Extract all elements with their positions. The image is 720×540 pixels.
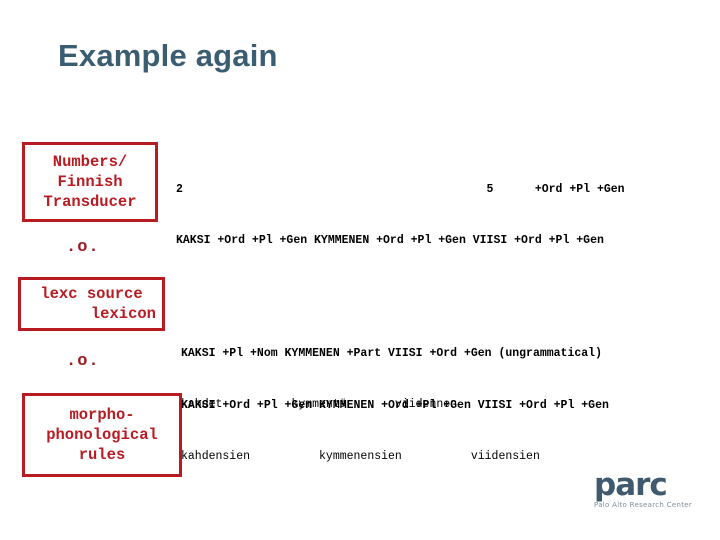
- box-line: lexicon: [90, 305, 156, 323]
- analysis-line-lexical: KAKSI +Ord +Pl +Gen KYMMENEN +Ord +Pl +G…: [181, 399, 609, 412]
- analysis-line-lexical: KAKSI +Pl +Nom KYMMENEN +Part VIISI +Ord…: [181, 347, 602, 360]
- analysis-block-top: 2 5 +Ord +Pl +Gen KAKSI +Ord +Pl +Gen KY…: [176, 147, 625, 283]
- box-line: phonological: [46, 426, 158, 444]
- box-lexc-source-lexicon: lexc source lexicon: [18, 277, 165, 331]
- box-line: Transducer: [43, 193, 137, 211]
- box-line: morpho-: [69, 406, 135, 424]
- compose-operator-icon: .o.: [66, 352, 100, 371]
- page-title: Example again: [58, 38, 278, 73]
- analysis-line-surface: kahdensien kymmenensien viidensien: [181, 450, 540, 463]
- box-line: Finnish: [57, 173, 123, 191]
- box-numbers-finnish-transducer: Numbers/ Finnish Transducer: [22, 142, 158, 222]
- box-morphophonological-rules: morpho- phonological rules: [22, 393, 182, 477]
- box-line: rules: [78, 446, 126, 464]
- analysis-line-lexical: KAKSI +Ord +Pl +Gen KYMMENEN +Ord +Pl +G…: [176, 234, 604, 247]
- parc-logo: parc Palo Alto Research Center: [594, 470, 698, 514]
- box-line: Numbers/: [52, 153, 128, 171]
- analysis-block-bottom: KAKSI +Ord +Pl +Gen KYMMENEN +Ord +Pl +G…: [181, 363, 609, 499]
- analysis-block-middle: KAKSI +Pl +Nom KYMMENEN +Part VIISI +Ord…: [181, 311, 602, 447]
- analysis-line-surface: 2 5 +Ord +Pl +Gen: [176, 183, 625, 196]
- box-line: lexc source: [40, 285, 143, 303]
- parc-tagline: Palo Alto Research Center: [594, 501, 693, 509]
- compose-operator-icon: .o.: [66, 238, 100, 257]
- parc-wordmark: parc: [594, 467, 668, 503]
- analysis-line-surface: kahdet kymmentä viidennen: [181, 398, 458, 411]
